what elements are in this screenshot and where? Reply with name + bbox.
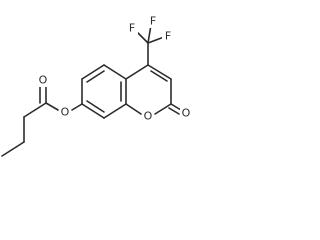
bond-c8-c8a bbox=[103, 103, 127, 119]
bond-c5-c6-inner bbox=[86, 70, 105, 83]
atom-f-mid-right: F bbox=[165, 30, 171, 43]
atom-o-ring: O bbox=[144, 110, 153, 123]
bond-c7-c8 bbox=[81, 103, 105, 119]
bonds bbox=[1, 24, 182, 157]
bond-c7-o-ester bbox=[71, 103, 83, 111]
structure-canvas: F F F O O O O bbox=[0, 0, 223, 170]
bond-c2-carbonyl-o bbox=[170, 103, 182, 111]
bond-c4-c4a bbox=[125, 64, 149, 80]
bond-c-f-mid-right bbox=[147, 36, 165, 44]
bond-c5-c6 bbox=[81, 64, 105, 80]
bond-o-ring-c8a bbox=[125, 103, 142, 115]
bond-c2-o-ring bbox=[154, 103, 172, 115]
bond-c4-c3 bbox=[147, 64, 172, 80]
atom-o-lactone-carbonyl: O bbox=[182, 107, 191, 120]
molecule-drawing: F F F O O O O bbox=[1, 14, 192, 157]
atom-o-ester-carbonyl: O bbox=[39, 74, 48, 87]
atom-f-top-left: F bbox=[129, 22, 135, 35]
bond-o-ester-carbonyl-c bbox=[45, 102, 59, 111]
bond-carbonyl-c-ch2 bbox=[23, 102, 47, 118]
atom-labels: F F F O O O O bbox=[37, 14, 192, 123]
bond-c2-carbonyl-o-double bbox=[168, 107, 180, 115]
bond-c4-c3-double bbox=[150, 70, 168, 82]
bond-ch2-ch3 bbox=[1, 141, 25, 157]
atom-f-top-right: F bbox=[150, 15, 156, 28]
bond-c4a-c5 bbox=[103, 64, 127, 80]
bond-c7-c8-inner bbox=[86, 100, 105, 113]
atom-o-ester-link: O bbox=[61, 106, 70, 119]
